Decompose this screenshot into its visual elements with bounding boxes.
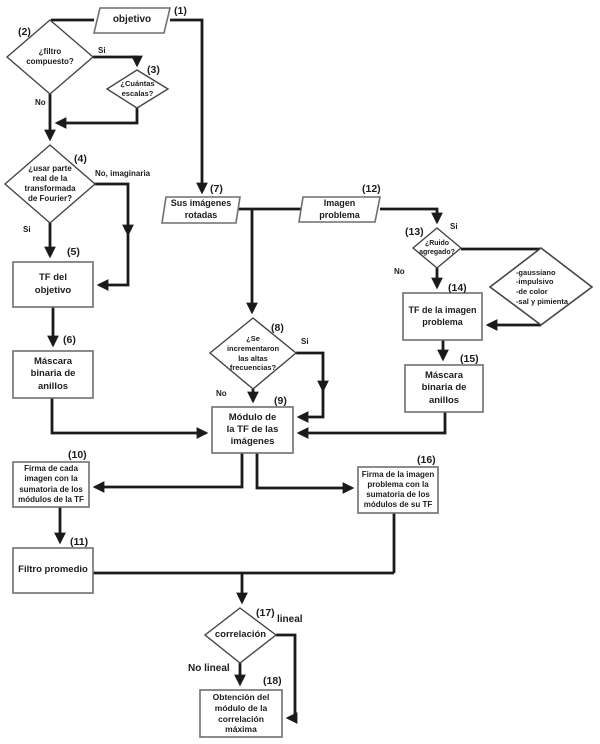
node-sus-imagenes: Sus imágenes rotadas xyxy=(170,198,232,220)
mascara-der-box xyxy=(404,364,484,413)
tipos-ruido-diamond xyxy=(488,246,594,326)
connectors xyxy=(44,18,541,724)
step-10: (10) xyxy=(68,449,87,461)
step-14: (14) xyxy=(448,282,467,294)
ruido-diamond xyxy=(411,227,463,269)
edge-frecuencias-si-modulo xyxy=(296,390,325,423)
label-si-frecuencias: Si xyxy=(301,337,309,346)
problema-parallelogram xyxy=(298,196,381,223)
node-objetivo: objetivo xyxy=(112,14,152,26)
node-usar-parte-real: ¿usar parte real de la transformada de F… xyxy=(24,163,76,204)
label-si-parte-real: Si xyxy=(23,225,31,234)
rotadas-parallelogram xyxy=(161,196,241,224)
filtro-diamond xyxy=(5,19,95,95)
node-filtro-promedio: Filtro promedio xyxy=(18,564,88,576)
edge-mascara-der-modulo xyxy=(296,412,447,439)
label-no-imaginaria: No, imaginaria xyxy=(95,169,151,178)
step-13: (13) xyxy=(405,226,424,238)
node-tf-del-objetivo: TF del objetivo xyxy=(34,272,72,296)
label-no-frecuencias: No xyxy=(216,389,227,398)
tf-problema-box xyxy=(402,292,483,341)
parte-real-diamond xyxy=(3,144,97,224)
edge-problema-ruido xyxy=(380,207,443,225)
node-filtro-compuesto: ¿filtro compuesto? xyxy=(26,46,74,66)
step-11: (11) xyxy=(70,536,89,548)
edge-modulo-firma-izq xyxy=(92,453,244,493)
edge-filtro-si-escalas xyxy=(93,55,143,68)
node-obtencion-modulo: Obtención del módulo de la correlación m… xyxy=(212,691,270,735)
edge-modulo-firma-der xyxy=(255,453,355,494)
step-1: (1) xyxy=(174,5,187,17)
step-4: (4) xyxy=(74,153,87,165)
step-7: (7) xyxy=(210,183,223,195)
edge-objetivo-to-rotadas xyxy=(170,18,208,195)
objetivo-parallelogram xyxy=(92,7,172,34)
label-si-ruido: Si xyxy=(450,222,458,231)
label-si-filtro: Si xyxy=(98,46,106,55)
escalas-diamond xyxy=(105,69,170,109)
node-cuantas-escalas: ¿Cuántas escalas? xyxy=(120,79,155,98)
node-ruido-agregado: ¿Ruido agregado? xyxy=(419,239,455,256)
node-firma-imagen-problema: Firma de la imagen problema con la sumat… xyxy=(361,469,435,510)
edge-correlacion-lineal xyxy=(276,633,298,724)
node-imagen-problema: Imagen problema xyxy=(319,197,360,220)
label-no-filtro: No xyxy=(35,98,46,107)
step-8: (8) xyxy=(271,322,284,334)
firma-der-box xyxy=(357,466,439,514)
step-18: (18) xyxy=(263,675,282,687)
filtro-promedio-box xyxy=(12,547,94,594)
node-firma-cada-imagen: Firma de cada imagen con la sumatoria de… xyxy=(18,464,84,504)
edge-escalas-merge xyxy=(54,108,139,129)
step-15: (15) xyxy=(460,353,479,365)
step-2: (2) xyxy=(18,26,31,38)
node-mascara-izq: Máscara binaria de anillos xyxy=(30,356,76,392)
edge-frecuencias-si-down xyxy=(296,351,329,393)
node-tipos-ruido: -gaussiano -impulsivo -de color -sal y p… xyxy=(515,267,569,306)
step-16: (16) xyxy=(417,454,436,466)
step-3: (3) xyxy=(147,64,160,76)
obtencion-box xyxy=(199,689,283,738)
node-modulo-tf: Módulo de la TF de las imágenes xyxy=(226,411,279,448)
node-mascara-der: Máscara binaria de anillos xyxy=(421,370,467,406)
step-9: (9) xyxy=(274,395,287,407)
firma-izq-box xyxy=(12,461,90,508)
mascara-izq-box xyxy=(12,350,94,399)
node-tf-imagen-problema: TF de la imagen problema xyxy=(408,304,477,327)
edge-imaginaria-into-tf xyxy=(96,234,130,291)
label-lineal: lineal xyxy=(277,614,303,625)
step-12: (12) xyxy=(362,183,381,195)
edge-imaginaria-down xyxy=(95,182,134,237)
shapes xyxy=(3,7,594,738)
label-no-ruido: No xyxy=(394,267,405,276)
step-5: (5) xyxy=(67,246,80,258)
edge-mascara-izq-modulo xyxy=(50,398,209,439)
tf-objetivo-box xyxy=(12,261,94,308)
frecuencias-diamond xyxy=(208,317,298,390)
step-6: (6) xyxy=(63,334,76,346)
step-17: (17) xyxy=(256,607,275,619)
node-correlacion: correlación xyxy=(214,629,267,641)
correlacion-diamond xyxy=(203,607,278,664)
modulo-box xyxy=(211,406,294,454)
label-no-lineal: No lineal xyxy=(188,663,230,674)
node-se-incrementaron: ¿Se incrementaron las altas frecuencias? xyxy=(226,334,280,373)
